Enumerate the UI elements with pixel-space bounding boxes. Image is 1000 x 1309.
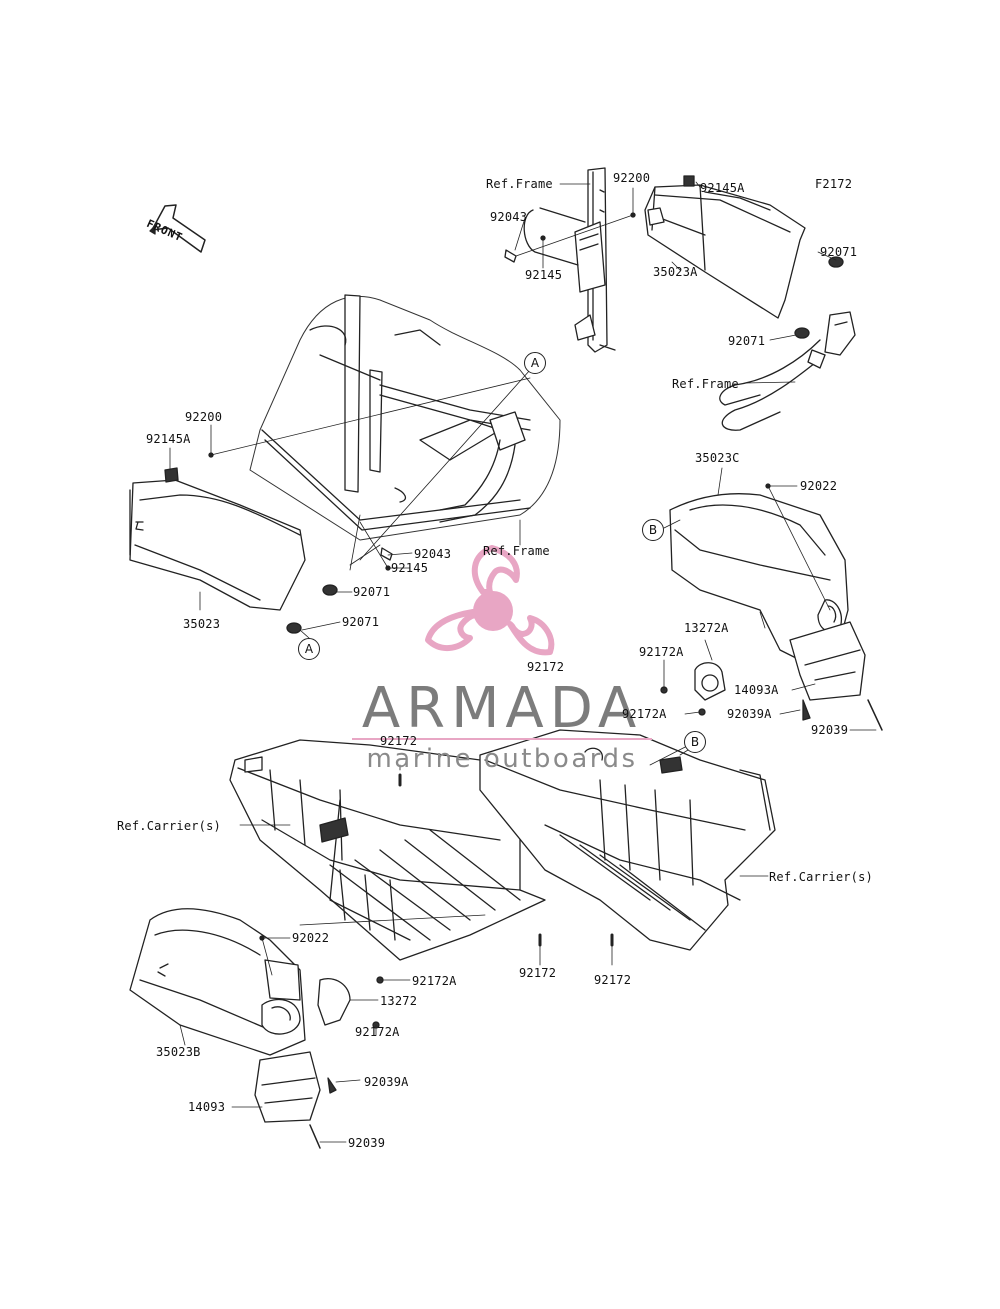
carrier-right [479, 729, 776, 951]
part-label: 13272A [684, 621, 729, 635]
part-label: 92172 [527, 660, 565, 674]
figure-code: F2172 [815, 177, 853, 191]
part-label: 14093A [734, 683, 779, 697]
part-label: 92172 [380, 734, 418, 748]
part-label: 92071 [342, 615, 380, 629]
part-label: 92039 [348, 1136, 386, 1150]
leader-lines-right-middle [663, 467, 877, 731]
part-label: 92172A [639, 645, 684, 659]
callout-b-bottom: B [684, 731, 706, 753]
part-label: 13272 [380, 994, 418, 1008]
part-label: 35023A [653, 265, 698, 279]
part-label: 92145A [146, 432, 191, 446]
callout-a-bottom: A [298, 638, 320, 660]
part-label: 35023B [156, 1045, 201, 1059]
leader-lines-bottom-right [611, 749, 769, 966]
part-label: Ref.Carrier(s) [117, 819, 221, 833]
part-label: 92145A [700, 181, 745, 195]
part-label: 92039 [811, 723, 849, 737]
part-label: 92043 [490, 210, 528, 224]
part-label: 92172 [594, 973, 632, 987]
part-label: 92043 [414, 547, 452, 561]
fender-35023B [129, 908, 321, 1123]
callout-a-top: A [524, 352, 546, 374]
part-label: Ref.Frame [486, 177, 553, 191]
part-label: 92172A [355, 1025, 400, 1039]
front-arrow-icon [149, 204, 206, 253]
part-label: 92172A [622, 707, 667, 721]
part-label: 92172A [412, 974, 457, 988]
part-label: 92039A [727, 707, 772, 721]
bracket-13272 [317, 978, 351, 1026]
part-label: 35023C [695, 451, 740, 465]
part-label: Ref.Carrier(s) [769, 870, 873, 884]
fender-35023 [129, 467, 306, 611]
carrier-left [229, 739, 546, 961]
part-label: 92200 [185, 410, 223, 424]
watermark-tagline: marine outboards [366, 744, 638, 774]
part-label: 35023 [183, 617, 221, 631]
leader-lines-top-right [514, 181, 837, 384]
part-label: 92039A [364, 1075, 409, 1089]
part-label: 92022 [800, 479, 838, 493]
clip-icon [683, 175, 695, 187]
part-label: 92145 [525, 268, 563, 282]
grommet-icon [828, 256, 844, 268]
part-label: Ref.Frame [483, 544, 550, 558]
part-label: Ref.Frame [672, 377, 739, 391]
callout-b-top: B [642, 519, 664, 541]
grommet-icon [794, 327, 810, 339]
part-label: 92200 [613, 171, 651, 185]
frame-section-top-right [523, 167, 616, 353]
part-label: 14093 [188, 1100, 226, 1114]
grommet-icon [322, 584, 338, 596]
part-label: 92071 [353, 585, 391, 599]
fender-35023A [644, 184, 806, 319]
leader-lines-top-left [169, 377, 531, 631]
armada-logo-icon [352, 545, 652, 740]
watermark-brand: ARMADA [361, 676, 643, 741]
part-label: 92071 [728, 334, 766, 348]
frame-section-right [719, 311, 856, 431]
fender-35023C [669, 493, 866, 701]
part-label: 92145 [391, 561, 429, 575]
grommet-icon [286, 622, 302, 634]
part-label: 92071 [820, 245, 858, 259]
leader-lines-bottom-left [179, 764, 541, 1143]
part-label: 92022 [292, 931, 330, 945]
frame-section-left [249, 294, 561, 541]
part-label: 92172 [519, 966, 557, 980]
